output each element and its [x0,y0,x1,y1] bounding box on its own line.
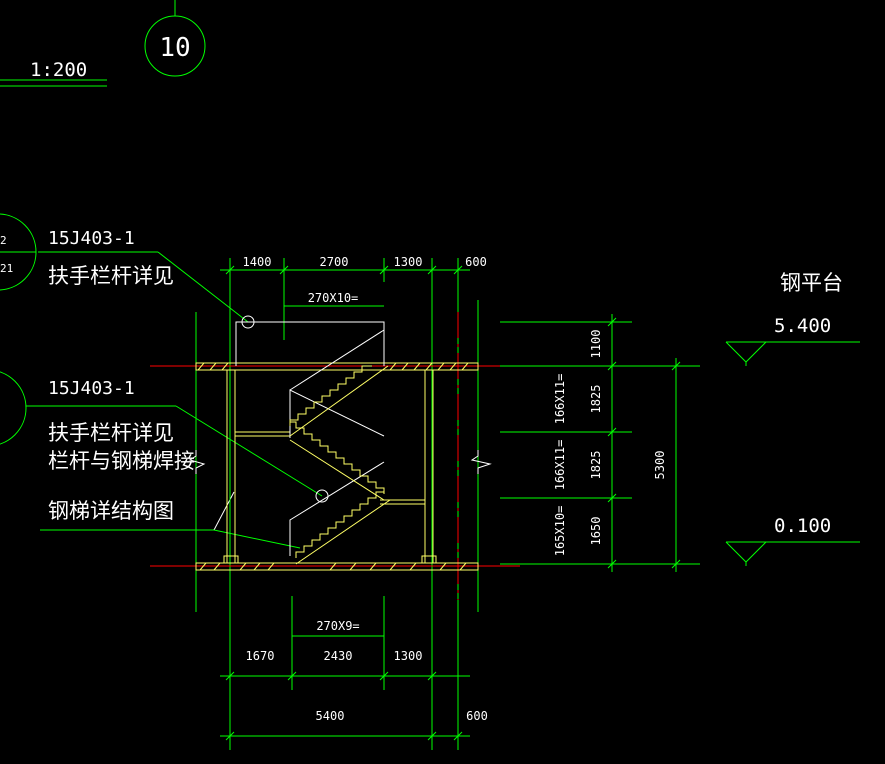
top-dim-3: 1300 [394,255,423,269]
note-ref1-code: 15J403-1 [48,228,135,249]
note-ref3-text: 钢梯详结构图 [48,499,174,523]
note-ref2-line1: 扶手栏杆详见 [48,421,174,445]
right-total-dim: 5300 [653,451,667,480]
elevation-bottom-value: 0.100 [774,515,831,537]
callout-fraction-den: 21 [0,262,13,275]
railing-outline [235,315,385,366]
top-dim-4: 600 [465,255,487,269]
detail-number: 10 [159,33,190,63]
right-flight3-label: 165X10= [553,506,567,557]
right-flight2: 1825 [589,451,603,480]
right-flight1: 1825 [589,385,603,414]
elevation-top: 钢平台 5.400 [725,271,860,366]
right-dim-railing: 1100 [589,330,603,359]
note-ref1: 15J403-1 扶手栏杆详见 [38,228,249,323]
bottom-dim-2: 2430 [324,649,353,663]
top-dim-1: 1400 [243,255,272,269]
stair-flight-2 [289,389,385,501]
slab-top [150,362,520,371]
scale-label: 1:200 [30,59,87,81]
bottom-dim-4: 600 [466,709,488,723]
elevation-bottom: 0.100 [725,515,860,566]
callout-circle-middle [0,371,27,445]
note-ref2-code: 15J403-1 [48,378,135,399]
detail-bubble: 10 [144,0,206,77]
grid-lines [195,282,479,750]
top-dim-2: 2700 [320,255,349,269]
right-dimension-chain: 1100 166X11= 1825 166X11= 1825 165X10= 1… [500,314,700,572]
right-flight2-label: 166X11= [553,440,567,491]
bottom-dimension-chain: 270X9= 1670 2430 1300 5400 600 [220,596,488,741]
callout-circle-top: 2 21 [0,213,37,291]
note-ref1-text: 扶手栏杆详见 [48,264,174,288]
bottom-total-dim: 5400 [316,709,345,723]
slab-bottom [150,562,520,571]
bottom-dim-3: 1300 [394,649,423,663]
scale-annotation: 1:200 [0,59,107,87]
platform-label: 钢平台 [780,271,843,295]
bottom-dim-1: 1670 [246,649,275,663]
steel-columns [223,369,437,564]
note-ref2: 15J403-1 扶手栏杆详见 栏杆与钢梯焊接 [26,378,323,497]
note-ref2-line2: 栏杆与钢梯焊接 [48,449,195,473]
stair-flight-1 [289,461,391,565]
right-flight1-label: 166X11= [553,374,567,425]
elevation-top-value: 5.400 [774,315,831,337]
bottom-stair-dim: 270X9= [316,619,359,633]
callout-fraction-num: 2 [0,234,7,247]
top-stair-dim: 270X10= [308,291,359,305]
stair-flight-3 [289,329,389,503]
right-flight3: 1650 [589,517,603,546]
top-dimension-chain: 1400 2700 1300 600 270X10= [220,255,487,307]
note-ref3: 钢梯详结构图 [40,491,301,549]
break-marks [188,450,492,474]
